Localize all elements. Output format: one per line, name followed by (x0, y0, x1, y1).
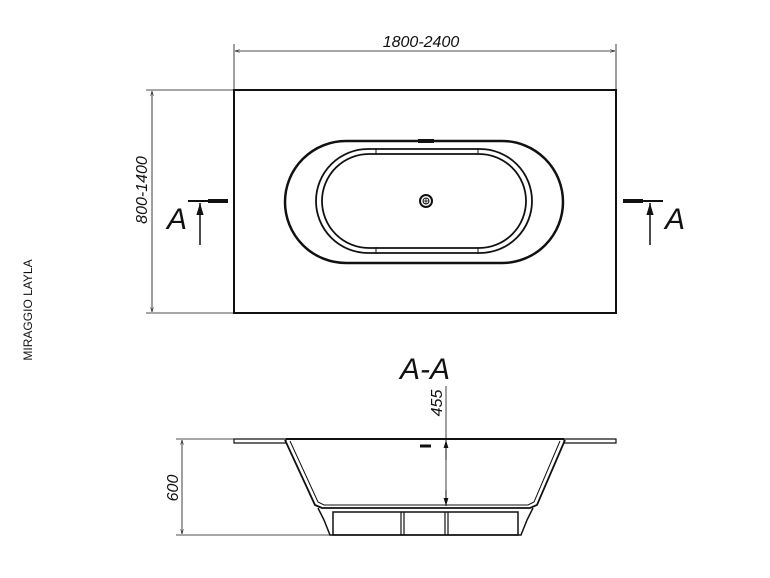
depth-dimension-label: 800-1400 (134, 156, 151, 224)
section-view (176, 386, 617, 536)
flange-left (233, 438, 287, 444)
model-name: MIRAGGIO LAYLA (21, 259, 35, 360)
tub-inner-rim (315, 148, 533, 254)
section-marker-right (623, 199, 663, 245)
section-label-right: A (663, 203, 685, 236)
inner-depth-dimension-label: 455 (429, 390, 446, 417)
tub-basin (321, 153, 527, 249)
height-dimension-label: 600 (165, 475, 182, 502)
base-support (332, 511, 519, 536)
tub-outer-rim (283, 139, 565, 265)
section-marker-left (188, 199, 228, 245)
flange-right (563, 438, 617, 444)
section-title: A-A (398, 353, 450, 386)
width-dimension-label: 1800-2400 (383, 34, 460, 51)
drain-icon (419, 194, 433, 208)
plan-view (146, 44, 663, 314)
tub-shell (284, 439, 566, 509)
section-label-left: A (165, 203, 187, 236)
deck-outline (233, 89, 617, 314)
